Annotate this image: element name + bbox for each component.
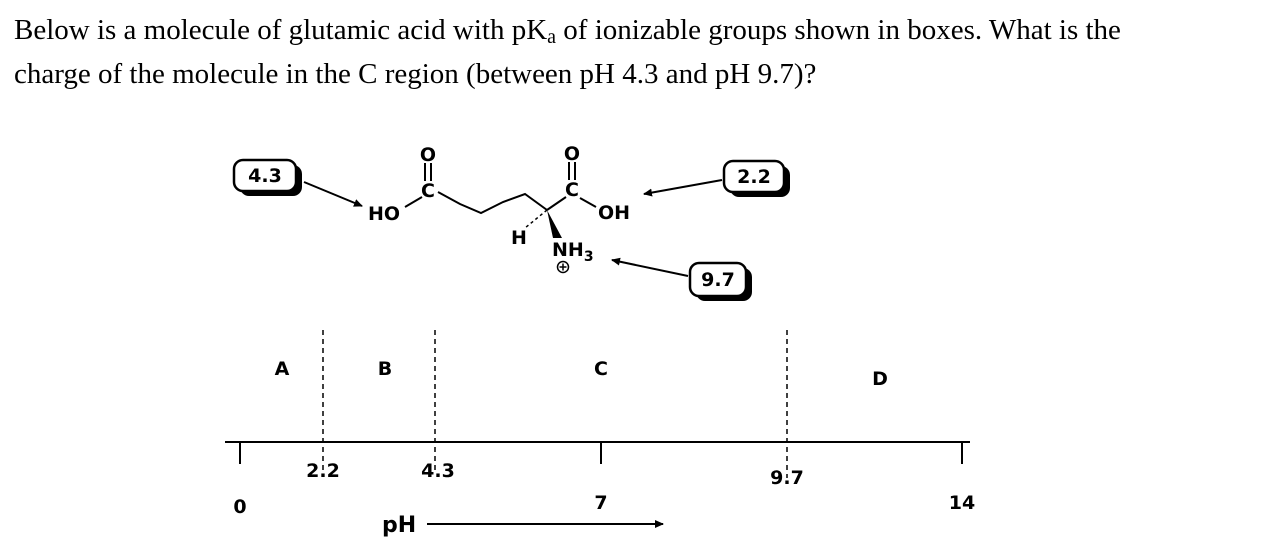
question-line-2: charge of the molecule in the C region (… xyxy=(14,58,817,90)
question-line-1-end: of ionizable groups shown in boxes. What… xyxy=(556,14,1121,46)
question-line-1: Below is a molecule of glutamic acid wit… xyxy=(14,12,1264,56)
tick-label-2-2: 2.2 xyxy=(306,460,340,482)
arrow-to-side-chain xyxy=(303,181,363,207)
region-label-b: B xyxy=(378,358,392,380)
region-label-d: D xyxy=(872,368,888,390)
pka-box-side-chain: 4.3 xyxy=(232,158,302,196)
pka-box-label-4-3: 4.3 xyxy=(248,165,282,187)
atom-h: H xyxy=(511,227,527,249)
tick-label-4-3: 4.3 xyxy=(421,460,455,482)
atom-o-side-chain: O xyxy=(420,144,436,166)
pka-box-amino: 9.7 xyxy=(688,261,752,301)
wedge-bond-to-amino xyxy=(547,210,562,238)
question-text: Below is a molecule of glutamic acid wit… xyxy=(14,12,1264,93)
atom-c-side-chain: C xyxy=(421,180,435,202)
pka-box-label-9-7: 9.7 xyxy=(701,269,735,291)
atom-oh: OH xyxy=(598,202,630,224)
pka-box-carboxyl: 2.2 xyxy=(722,159,790,197)
positive-charge-icon xyxy=(556,260,570,274)
tick-label-0: 0 xyxy=(233,496,246,518)
question-line-1-start: Below is a molecule of glutamic acid wit… xyxy=(14,14,548,46)
region-label-a: A xyxy=(275,358,290,380)
atom-nh3: NH3 xyxy=(552,239,594,265)
arrow-to-amino xyxy=(611,257,689,277)
ph-axis-diagram: A B C D 0 2.2 4.3 7 9.7 14 pH xyxy=(225,330,975,538)
atom-ho: HO xyxy=(368,203,400,225)
arrow-to-carboxyl xyxy=(643,179,723,197)
atom-o-carboxyl: O xyxy=(564,143,580,165)
atom-c-carboxyl: C xyxy=(565,179,579,201)
region-label-c: C xyxy=(594,358,608,380)
tick-label-9-7: 9.7 xyxy=(770,467,804,489)
tick-label-7: 7 xyxy=(594,492,607,514)
pka-box-label-2-2: 2.2 xyxy=(737,166,771,188)
tick-label-14: 14 xyxy=(949,492,975,514)
ph-axis-label: pH xyxy=(382,513,416,538)
pka-subscript: a xyxy=(547,26,557,48)
carbon-chain xyxy=(437,191,548,215)
glutamic-acid-molecule: 4.3 2.2 9.7 HO C O H C xyxy=(232,143,790,301)
